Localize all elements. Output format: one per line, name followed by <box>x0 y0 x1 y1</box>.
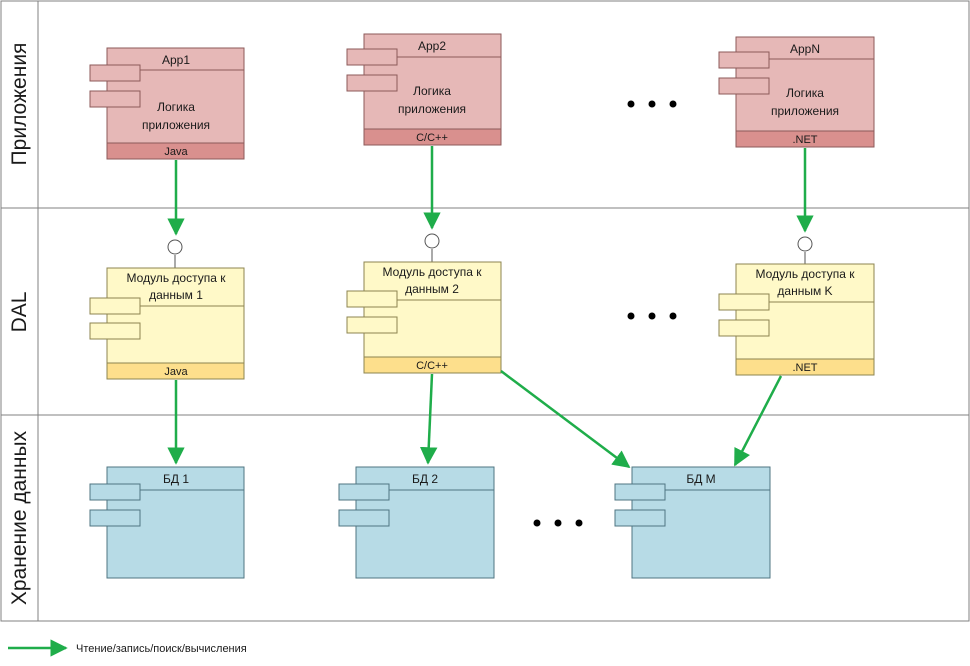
app-body-line2: приложения <box>142 118 210 132</box>
lane-label-storage: Хранение данных <box>8 430 31 605</box>
dal-component-1: Модуль доступа к данным 1 Java <box>89 239 245 380</box>
dal-title-line2: данным 1 <box>149 288 203 302</box>
dal-title-line2: данным K <box>777 284 832 298</box>
app-tech-label: Java <box>164 146 188 158</box>
app-body-line2: приложения <box>771 104 839 118</box>
db-title: БД 2 <box>412 472 438 486</box>
lane-label-apps: Приложения <box>8 43 31 166</box>
app-component-n: AppN Логика приложения .NET <box>718 36 875 148</box>
arrow-dal2-dbm <box>500 370 631 469</box>
app-body-line1: Логика <box>157 100 195 114</box>
app-tech-label: .NET <box>792 134 817 146</box>
legend-label: Чтение/запись/поиск/вычисления <box>76 643 247 655</box>
ellipsis-storage <box>533 519 583 527</box>
dal-tech-label: .NET <box>792 362 817 374</box>
swimlane-frame <box>0 0 970 622</box>
app-body-line2: приложения <box>398 102 466 116</box>
db-title: БД M <box>686 472 715 486</box>
dal-tech-label: Java <box>164 366 188 378</box>
dal-tech-label: C/C++ <box>416 360 448 372</box>
flow-arrows <box>167 146 814 469</box>
dal-component-k: Модуль доступа к данным K .NET <box>718 236 875 376</box>
ellipsis-apps <box>627 100 677 108</box>
dal-title-line1: Модуль доступа к <box>383 265 483 279</box>
app-body-line1: Логика <box>786 86 824 100</box>
dal-title-line1: Модуль доступа к <box>756 267 856 281</box>
db-component-2: БД 2 <box>338 466 495 579</box>
arrow-dal2-db2 <box>419 373 438 465</box>
app-title: App2 <box>418 39 446 53</box>
app-title: App1 <box>162 53 190 67</box>
app-component-1: App1 Логика приложения Java <box>89 47 245 160</box>
app-component-2: App2 Логика приложения C/C++ <box>346 33 502 146</box>
dal-component-2: Модуль доступа к данным 2 C/C++ <box>346 233 502 374</box>
ellipsis-dal <box>627 312 677 320</box>
db-component-m: БД M <box>614 466 771 579</box>
db-component-1: БД 1 <box>89 466 245 579</box>
dal-title-line1: Модуль доступа к <box>127 271 227 285</box>
arrow-dalk-dbm <box>733 375 783 467</box>
db-title: БД 1 <box>163 472 189 486</box>
app-body-line1: Логика <box>413 84 451 98</box>
dal-title-line2: данным 2 <box>405 282 459 296</box>
app-tech-label: C/C++ <box>416 132 448 144</box>
app-title: AppN <box>790 42 820 56</box>
lane-label-dal: DAL <box>8 292 31 333</box>
legend: Чтение/запись/поиск/вычисления <box>8 639 247 657</box>
